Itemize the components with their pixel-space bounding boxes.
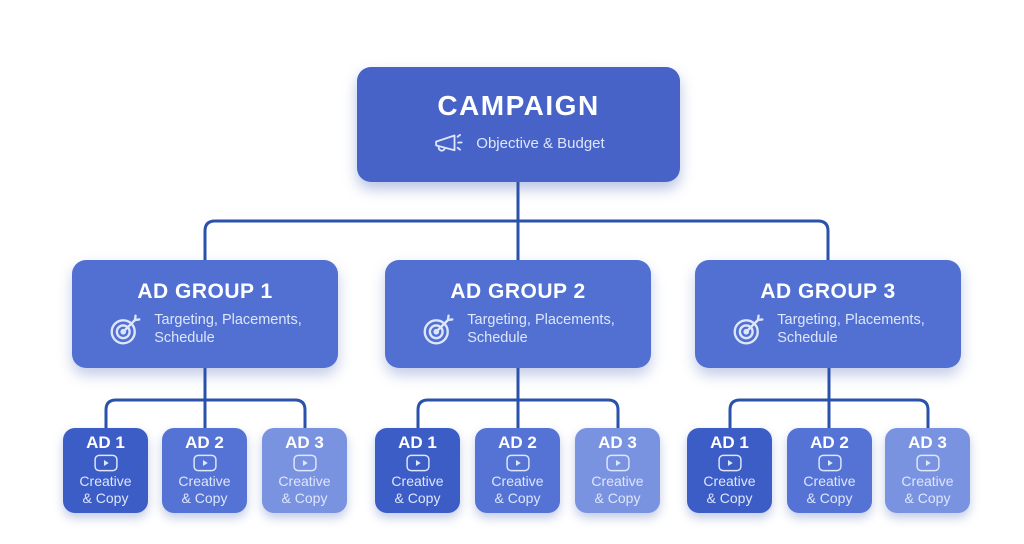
ad-line-2: & Copy	[394, 490, 441, 507]
target-icon	[421, 311, 457, 347]
subtitle-line-2: Schedule	[154, 330, 215, 346]
video-play-icon	[817, 454, 842, 472]
ad-group-subtitle: Targeting, Placements, Schedule	[467, 311, 615, 347]
subtitle-line-2: Schedule	[777, 330, 838, 346]
video-play-icon	[93, 454, 118, 472]
ad-line-1: Creative	[278, 472, 331, 489]
ad-node-g1-a1: AD 1 Creative & Copy	[63, 428, 148, 513]
campaign-subtitle: Objective & Budget	[476, 135, 605, 152]
ad-group-title: AD GROUP 2	[450, 279, 586, 303]
ad-group-subtitle: Targeting, Placements, Schedule	[777, 311, 925, 347]
ad-group-3-node: AD GROUP 3 Targeting, Placements, Schedu…	[695, 260, 961, 368]
ad-line-1: Creative	[591, 472, 644, 489]
ad-node-g2-a2: AD 2 Creative & Copy	[475, 428, 560, 513]
ad-title: AD 2	[498, 433, 537, 453]
ad-line-1: Creative	[703, 472, 756, 489]
ad-group-subtitle-row: Targeting, Placements, Schedule	[421, 311, 615, 347]
target-icon	[731, 311, 767, 347]
ad-line-1: Creative	[901, 472, 954, 489]
campaign-title: CAMPAIGN	[437, 90, 600, 121]
ad-line-1: Creative	[491, 472, 544, 489]
ad-line-1: Creative	[79, 472, 132, 489]
subtitle-line-1: Targeting, Placements,	[154, 311, 302, 328]
ad-title: AD 1	[710, 433, 749, 453]
ad-line-2: & Copy	[82, 490, 129, 507]
ad-line-2: & Copy	[281, 490, 328, 507]
ad-group-1-node: AD GROUP 1 Targeting, Placements, Schedu…	[72, 260, 338, 368]
campaign-subtitle-row: Objective & Budget	[432, 130, 605, 157]
ad-node-g2-a3: AD 3 Creative & Copy	[575, 428, 660, 513]
subtitle-line-1: Targeting, Placements,	[467, 311, 615, 328]
ad-node-g3-a3: AD 3 Creative & Copy	[885, 428, 970, 513]
ad-line-1: Creative	[391, 472, 444, 489]
ad-title: AD 1	[398, 433, 437, 453]
video-play-icon	[405, 454, 430, 472]
ad-group-subtitle-row: Targeting, Placements, Schedule	[731, 311, 925, 347]
ad-node-g3-a2: AD 2 Creative & Copy	[787, 428, 872, 513]
subtitle-line-2: Schedule	[467, 330, 528, 346]
ad-group-2-node: AD GROUP 2 Targeting, Placements, Schedu…	[385, 260, 651, 368]
ad-node-g1-a3: AD 3 Creative & Copy	[262, 428, 347, 513]
ad-group-subtitle: Targeting, Placements, Schedule	[154, 311, 302, 347]
ad-title: AD 3	[598, 433, 637, 453]
ad-group-title: AD GROUP 1	[137, 279, 273, 303]
ad-line-2: & Copy	[706, 490, 753, 507]
video-play-icon	[717, 454, 742, 472]
campaign-node: CAMPAIGN Objective & Budget	[357, 67, 680, 182]
ad-node-g1-a2: AD 2 Creative & Copy	[162, 428, 247, 513]
ad-title: AD 1	[86, 433, 125, 453]
video-play-icon	[192, 454, 217, 472]
target-icon	[108, 311, 144, 347]
ad-title: AD 2	[185, 433, 224, 453]
ad-title: AD 3	[285, 433, 324, 453]
ad-line-2: & Copy	[806, 490, 853, 507]
ad-line-2: & Copy	[181, 490, 228, 507]
video-play-icon	[505, 454, 530, 472]
ad-line-2: & Copy	[494, 490, 541, 507]
ad-line-2: & Copy	[594, 490, 641, 507]
ad-group-title: AD GROUP 3	[760, 279, 896, 303]
ad-line-1: Creative	[178, 472, 231, 489]
ad-group-subtitle-row: Targeting, Placements, Schedule	[108, 311, 302, 347]
subtitle-line-1: Targeting, Placements,	[777, 311, 925, 328]
ad-node-g3-a1: AD 1 Creative & Copy	[687, 428, 772, 513]
ad-line-2: & Copy	[904, 490, 951, 507]
ad-title: AD 2	[810, 433, 849, 453]
video-play-icon	[292, 454, 317, 472]
video-play-icon	[605, 454, 630, 472]
video-play-icon	[915, 454, 940, 472]
megaphone-icon	[432, 130, 466, 157]
ad-node-g2-a1: AD 1 Creative & Copy	[375, 428, 460, 513]
ad-title: AD 3	[908, 433, 947, 453]
ad-line-1: Creative	[803, 472, 856, 489]
